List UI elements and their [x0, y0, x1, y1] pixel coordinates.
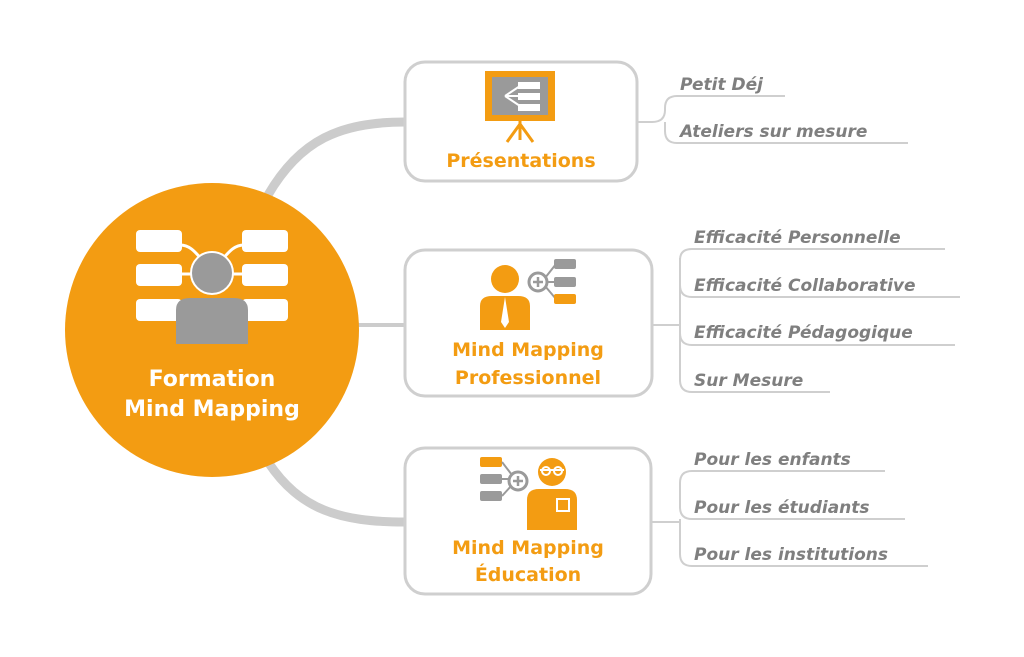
- branch-title: Éducation: [475, 563, 581, 586]
- branch-title: Présentations: [446, 150, 595, 172]
- connector-presentations: [264, 117, 406, 198]
- leaf-item[interactable]: Pour les institutions: [694, 545, 888, 565]
- leaf-item[interactable]: Efficacité Collaborative: [694, 276, 916, 296]
- leaf-item[interactable]: Pour les enfants: [694, 450, 851, 470]
- branch-presentations[interactable]: Présentations: [403, 60, 639, 183]
- presentation-board-icon: [485, 71, 555, 143]
- leaf-item[interactable]: Efficacité Pédagogique: [694, 323, 913, 343]
- branch-title: Mind Mapping: [452, 537, 604, 559]
- center-title-line2: Mind Mapping: [124, 397, 300, 422]
- branch-professionnel[interactable]: Mind Mapping Professionnel: [403, 248, 654, 398]
- leaf-connector: [652, 248, 960, 393]
- leaf-item[interactable]: Ateliers sur mesure: [678, 122, 867, 142]
- branch-title: Professionnel: [455, 367, 601, 389]
- leaf-item[interactable]: Petit Déj: [680, 75, 764, 95]
- branch-education[interactable]: Mind Mapping Éducation: [403, 446, 653, 596]
- leaf-item[interactable]: Efficacité Personnelle: [694, 228, 901, 248]
- connector-education: [264, 459, 406, 527]
- leaf-connector: [637, 95, 908, 144]
- businessman-mindmap-icon: [480, 259, 576, 330]
- mind-map-person-icon: [136, 230, 288, 344]
- leaf-connector: [651, 470, 928, 567]
- leaf-item[interactable]: Pour les étudiants: [694, 498, 870, 518]
- leaf-item[interactable]: Sur Mesure: [694, 371, 803, 391]
- branch-title: Mind Mapping: [452, 339, 604, 361]
- center-node[interactable]: Formation Mind Mapping: [65, 183, 359, 477]
- center-title-line1: Formation: [149, 367, 276, 392]
- student-mindmap-icon: [480, 457, 577, 530]
